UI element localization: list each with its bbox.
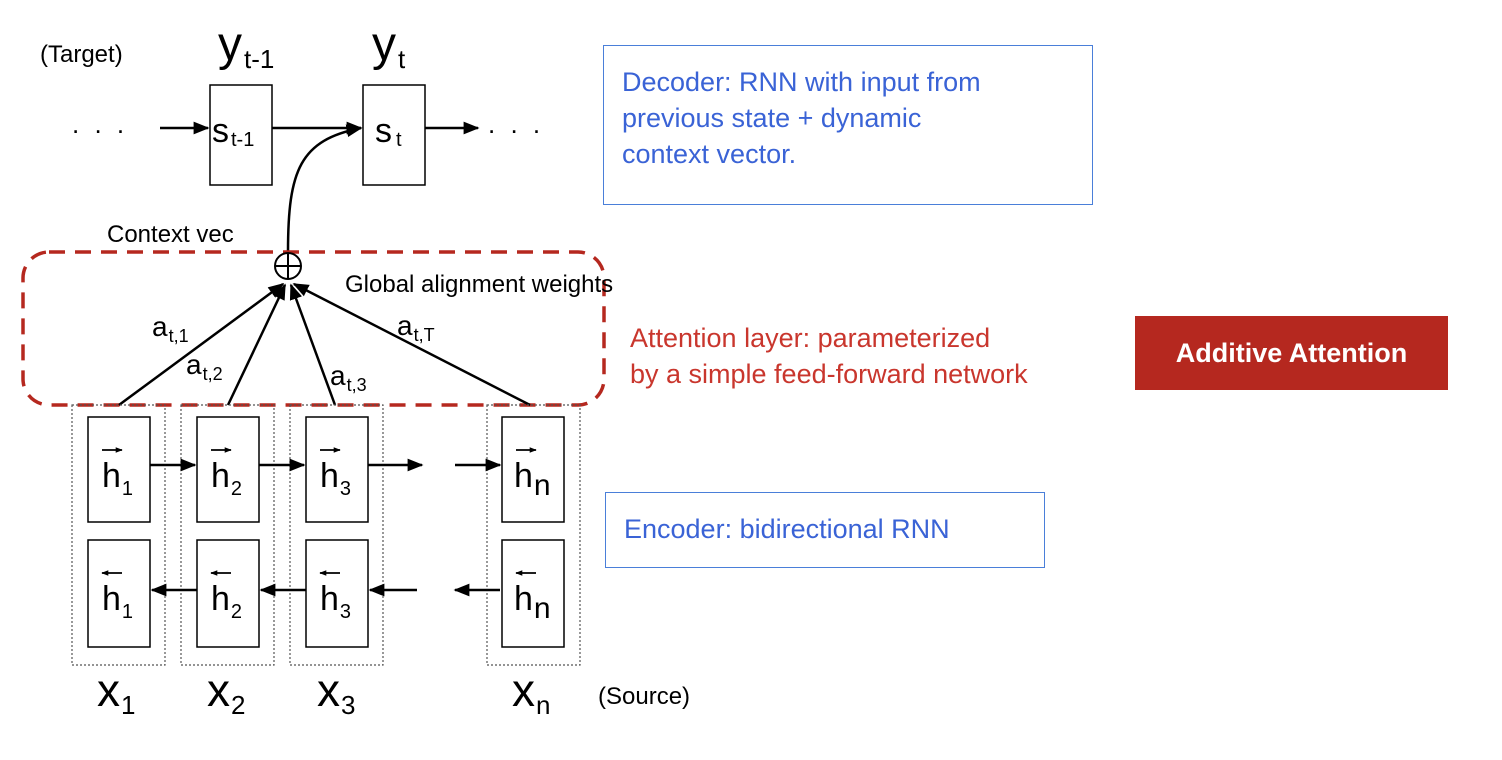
encoder-column-n	[486, 404, 581, 666]
forward-h1-box	[87, 416, 151, 523]
encoder-note-box: Encoder: bidirectional RNN	[605, 492, 1045, 568]
svg-text:h1: h1	[102, 580, 133, 623]
backward-hn-label: hn	[514, 570, 551, 625]
forward-h3-label: h3	[320, 447, 351, 500]
alignment-arrow-1	[118, 282, 285, 407]
encoder-column-2	[180, 404, 275, 666]
forward-h2-box	[196, 416, 260, 523]
decoder-note-box: Decoder: RNN with input from previous st…	[603, 45, 1093, 205]
s-t-box	[362, 84, 426, 186]
y-t-label: yt	[372, 18, 406, 74]
y-prev-label: yt-1	[218, 18, 274, 74]
source-label: (Source)	[598, 683, 690, 710]
x1-label: x1	[97, 664, 135, 720]
backward-h1-label: h1	[101, 570, 133, 623]
backward-h1-box	[87, 539, 151, 648]
forward-h1-label: h1	[102, 447, 133, 500]
attention-note: Attention layer: parameterized by a simp…	[630, 320, 1028, 392]
xn-label: xn	[512, 664, 550, 720]
alpha-t1-label: at,1	[152, 311, 189, 346]
svg-text:hn: hn	[514, 457, 551, 502]
attention-layer-outline	[21, 250, 606, 407]
svg-text:hn: hn	[514, 580, 551, 625]
alignment-arrow-3	[289, 283, 337, 406]
x2-label: x2	[207, 664, 245, 720]
backward-h2-box	[196, 539, 260, 648]
forward-hn-box	[501, 416, 565, 523]
decoder-note-line-2: previous state + dynamic	[622, 103, 922, 133]
alpha-tT-label: at,T	[397, 310, 435, 345]
backward-h3-label: h3	[319, 570, 351, 623]
svg-text:h2: h2	[211, 457, 242, 500]
alpha-t3-label: at,3	[330, 360, 367, 395]
s-prev-box	[209, 84, 273, 186]
forward-hn-label: hn	[514, 447, 551, 502]
alignment-arrow-2	[226, 283, 287, 406]
dots-left: . . .	[72, 109, 128, 139]
alpha-t2-label: at,2	[186, 349, 223, 384]
decoder-note-line-3: context vector.	[622, 139, 797, 169]
global-alignment-label: Global alignment weights	[345, 271, 613, 298]
forward-h3-box	[305, 416, 369, 523]
attention-note-line-2: by a simple feed-forward network	[630, 359, 1028, 389]
alignment-arrow-t	[292, 282, 531, 407]
additive-attention-badge: Additive Attention	[1135, 316, 1448, 390]
svg-text:h1: h1	[102, 457, 133, 500]
context-vec-label: Context vec	[107, 221, 234, 248]
dots-right: . . .	[488, 109, 544, 139]
backward-h2-label: h2	[210, 570, 242, 623]
x3-label: x3	[317, 664, 355, 720]
encoder-note-text: Encoder: bidirectional RNN	[624, 514, 950, 544]
svg-text:h3: h3	[320, 457, 351, 500]
svg-text:h2: h2	[211, 580, 242, 623]
forward-h2-label: h2	[211, 447, 242, 500]
backward-h3-box	[305, 539, 369, 648]
svg-text:h3: h3	[320, 580, 351, 623]
context-to-decoder-arrow	[286, 124, 363, 253]
target-label: (Target)	[40, 41, 123, 68]
attention-note-line-1: Attention layer: parameterized	[630, 323, 991, 353]
encoder-column-1	[71, 404, 166, 666]
decoder-note-line-1: Decoder: RNN with input from	[622, 67, 981, 97]
encoder-column-3	[289, 404, 384, 666]
backward-hn-box	[501, 539, 565, 648]
